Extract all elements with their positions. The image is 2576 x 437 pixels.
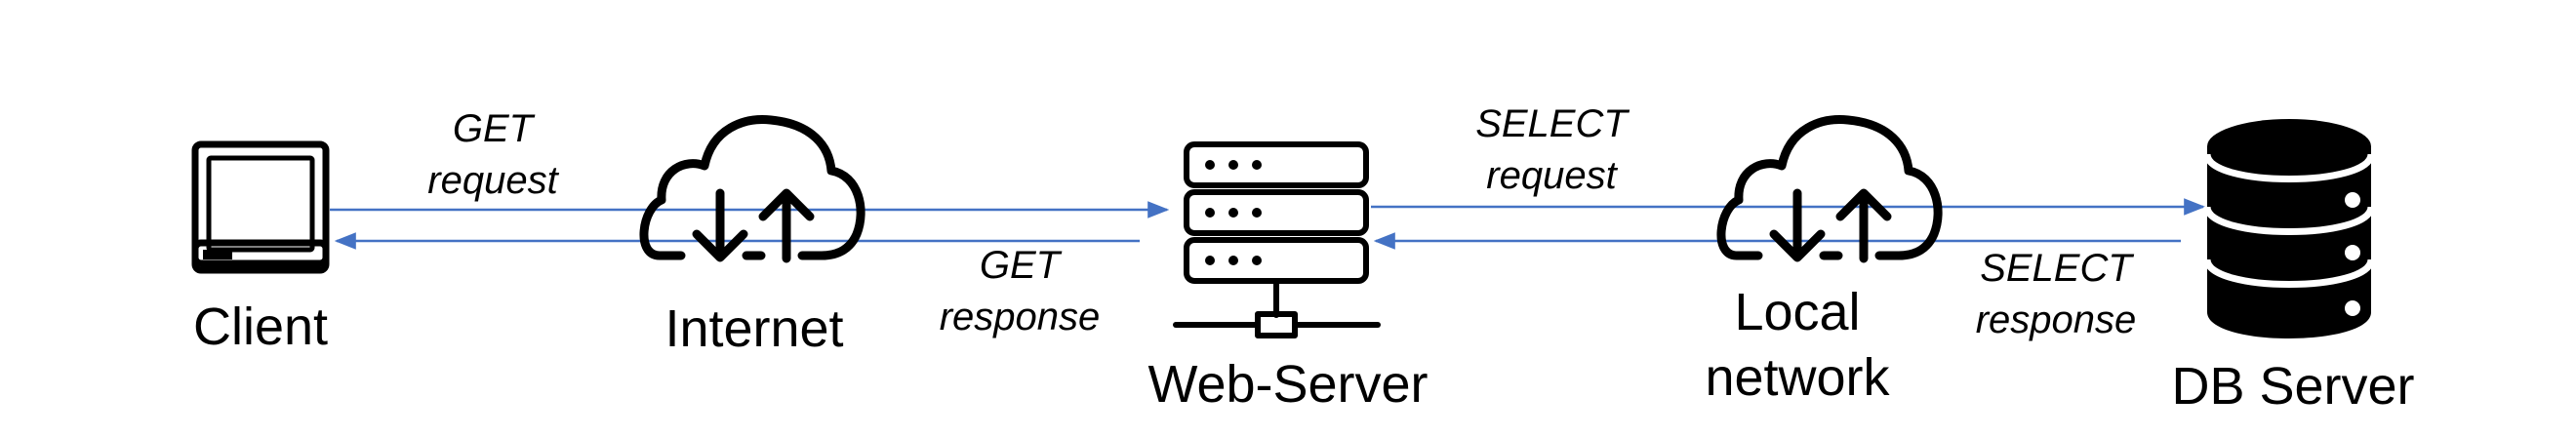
internet-label: Internet <box>664 299 843 358</box>
db-server-label: DB Server <box>2171 357 2414 416</box>
select-request-label-line1: SELECT <box>1475 102 1630 145</box>
web-server-label: Web-Server <box>1147 355 1428 414</box>
client-label: Client <box>193 298 328 356</box>
select-request-label: SELECT request <box>1475 102 1630 197</box>
server-status-dots <box>1205 160 1262 265</box>
laptop-icon <box>191 140 330 274</box>
local-network-label-line1: Local <box>1734 283 1860 341</box>
client-node: Client <box>191 140 330 356</box>
cloud-upload-download-icon <box>639 115 865 263</box>
get-request-label-line1: GET <box>453 107 536 150</box>
cloud-upload-download-icon <box>1716 115 1943 263</box>
get-request-label: GET request <box>427 107 559 202</box>
database-icon <box>2203 119 2375 338</box>
select-response-label: SELECT response <box>1976 247 2137 341</box>
get-response-label-line1: GET <box>980 244 1063 287</box>
server-rack-icon <box>1173 141 1381 338</box>
select-response-label-line2: response <box>1976 298 2137 341</box>
internet-node: Internet <box>639 115 865 358</box>
get-response-label: GET response <box>940 244 1101 338</box>
select-response-label-line1: SELECT <box>1980 247 2134 290</box>
get-response-label-line2: response <box>940 296 1101 338</box>
get-request-label-line2: request <box>427 159 559 202</box>
local-network-node: Local network <box>1705 115 1943 407</box>
select-request-label-line2: request <box>1486 154 1618 197</box>
web-server-node: Web-Server <box>1147 141 1429 414</box>
local-network-label-line2: network <box>1705 348 1890 407</box>
db-server-node: DB Server <box>2171 119 2415 416</box>
